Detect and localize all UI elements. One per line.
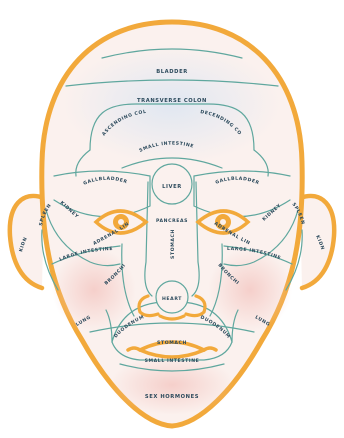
label-liver: LIVER [162,184,182,190]
label-stomach-mouth: STOMACH [157,340,187,346]
label-heart: HEART [162,296,182,302]
label-small-intestine-mouth: SMALL INTESTINE [145,358,200,364]
label-bladder: BLADDER [156,69,188,75]
label-transverse-colon: TRANSVERSE COLON [137,98,207,104]
chin-blush [110,355,234,415]
label-stomach-nose: STOMACH [170,229,176,259]
label-pancreas: PANCREAS [156,218,188,224]
label-sex-hormones: SEX HORMONES [145,394,199,400]
